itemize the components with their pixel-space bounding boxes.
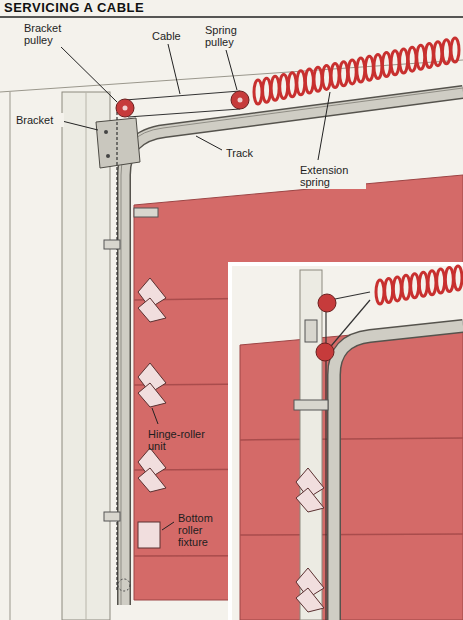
door-jamb bbox=[62, 92, 110, 620]
part-label: Hinge-roller unit bbox=[146, 427, 222, 453]
spring-coil bbox=[393, 277, 401, 301]
title-rule bbox=[0, 16, 463, 18]
inset-track-outline bbox=[334, 326, 463, 620]
bottom-roller bbox=[118, 579, 130, 591]
spring-coil bbox=[280, 75, 288, 99]
jamb-line bbox=[86, 92, 87, 620]
part-label: Track bbox=[224, 146, 268, 160]
leader-line bbox=[196, 136, 222, 150]
inset-jamb bbox=[300, 270, 322, 620]
spring-coil bbox=[297, 71, 305, 95]
wall-edge bbox=[10, 92, 11, 620]
spring-coil bbox=[323, 65, 331, 89]
part-label: Bottom roller fixture bbox=[176, 511, 228, 549]
spring-coil bbox=[417, 45, 425, 69]
bracket-pulley bbox=[116, 99, 134, 117]
spring-coil bbox=[402, 275, 410, 299]
inset-spring bbox=[376, 266, 462, 304]
inset-mount bbox=[294, 400, 328, 410]
leader-line bbox=[58, 120, 98, 130]
track-mount bbox=[104, 240, 120, 249]
spring-coil bbox=[442, 40, 450, 64]
spring-coil bbox=[340, 62, 348, 86]
spring-coil bbox=[254, 80, 262, 104]
spring-coil bbox=[411, 274, 419, 298]
spring-coil bbox=[425, 43, 433, 67]
spring-coil bbox=[288, 73, 296, 97]
spring-coil bbox=[451, 38, 459, 62]
spring-coil bbox=[419, 272, 427, 296]
hinge-roller-unit bbox=[138, 448, 166, 492]
bolt bbox=[104, 130, 108, 134]
spring-coil bbox=[437, 269, 445, 293]
inset-bracket bbox=[305, 320, 317, 342]
cable bbox=[125, 91, 240, 100]
spring-coil bbox=[454, 266, 462, 290]
pulley-hub bbox=[123, 106, 128, 111]
inset-frame bbox=[230, 264, 463, 620]
leader-line bbox=[168, 44, 180, 94]
extension-spring bbox=[254, 38, 459, 104]
part-label: Bracket pulley bbox=[22, 21, 78, 47]
spring-coil bbox=[434, 42, 442, 66]
inset-door bbox=[240, 325, 463, 620]
spring-pulley bbox=[231, 91, 249, 109]
hinge-roller-unit bbox=[138, 363, 166, 407]
spring-coil bbox=[445, 268, 453, 292]
spring-coil bbox=[348, 60, 356, 84]
spring-coil bbox=[374, 54, 382, 78]
inset-hinge-roller bbox=[296, 468, 324, 512]
spring-coil bbox=[376, 280, 384, 304]
diagram-title: SERVICING A CABLE bbox=[4, 0, 144, 15]
inset-track bbox=[334, 326, 463, 620]
spring-coil bbox=[263, 78, 271, 102]
inset-pulley bbox=[316, 343, 334, 361]
panel-seam bbox=[240, 438, 463, 440]
part-label: Bracket bbox=[14, 113, 64, 127]
bottom-roller-fixture bbox=[138, 522, 160, 548]
bolt bbox=[106, 154, 110, 158]
spring-coil bbox=[382, 53, 390, 77]
spring-coil bbox=[331, 64, 339, 88]
spring-coil bbox=[271, 76, 279, 100]
inset-hinge-roller bbox=[296, 568, 324, 612]
leader-line bbox=[226, 50, 237, 90]
spring-coil bbox=[400, 49, 408, 73]
leader-line bbox=[162, 522, 174, 530]
spring-coil bbox=[357, 58, 365, 82]
spring-coil bbox=[305, 69, 313, 93]
spring-coil bbox=[365, 56, 373, 80]
inset-cable bbox=[330, 292, 370, 300]
inset-pulley bbox=[318, 294, 336, 312]
cable bbox=[128, 109, 240, 117]
pulley-hub bbox=[238, 98, 243, 103]
leader-line bbox=[318, 92, 330, 160]
spring-coil bbox=[408, 47, 416, 71]
part-label: Cable bbox=[150, 29, 194, 43]
hinge-roller-unit bbox=[138, 278, 166, 322]
bracket-plate bbox=[96, 118, 140, 168]
leader-line bbox=[152, 408, 158, 424]
part-label: Extension spring bbox=[298, 163, 366, 189]
spring-coil bbox=[314, 67, 322, 91]
track-mount bbox=[134, 208, 158, 217]
ceiling-line bbox=[0, 60, 463, 92]
leader-line bbox=[58, 44, 117, 102]
track-mount bbox=[104, 512, 120, 521]
spring-coil bbox=[428, 271, 436, 295]
spring-coil bbox=[385, 278, 393, 302]
spring-coil bbox=[391, 51, 399, 75]
part-label: Spring pulley bbox=[203, 23, 257, 49]
panel-seam bbox=[240, 534, 463, 535]
